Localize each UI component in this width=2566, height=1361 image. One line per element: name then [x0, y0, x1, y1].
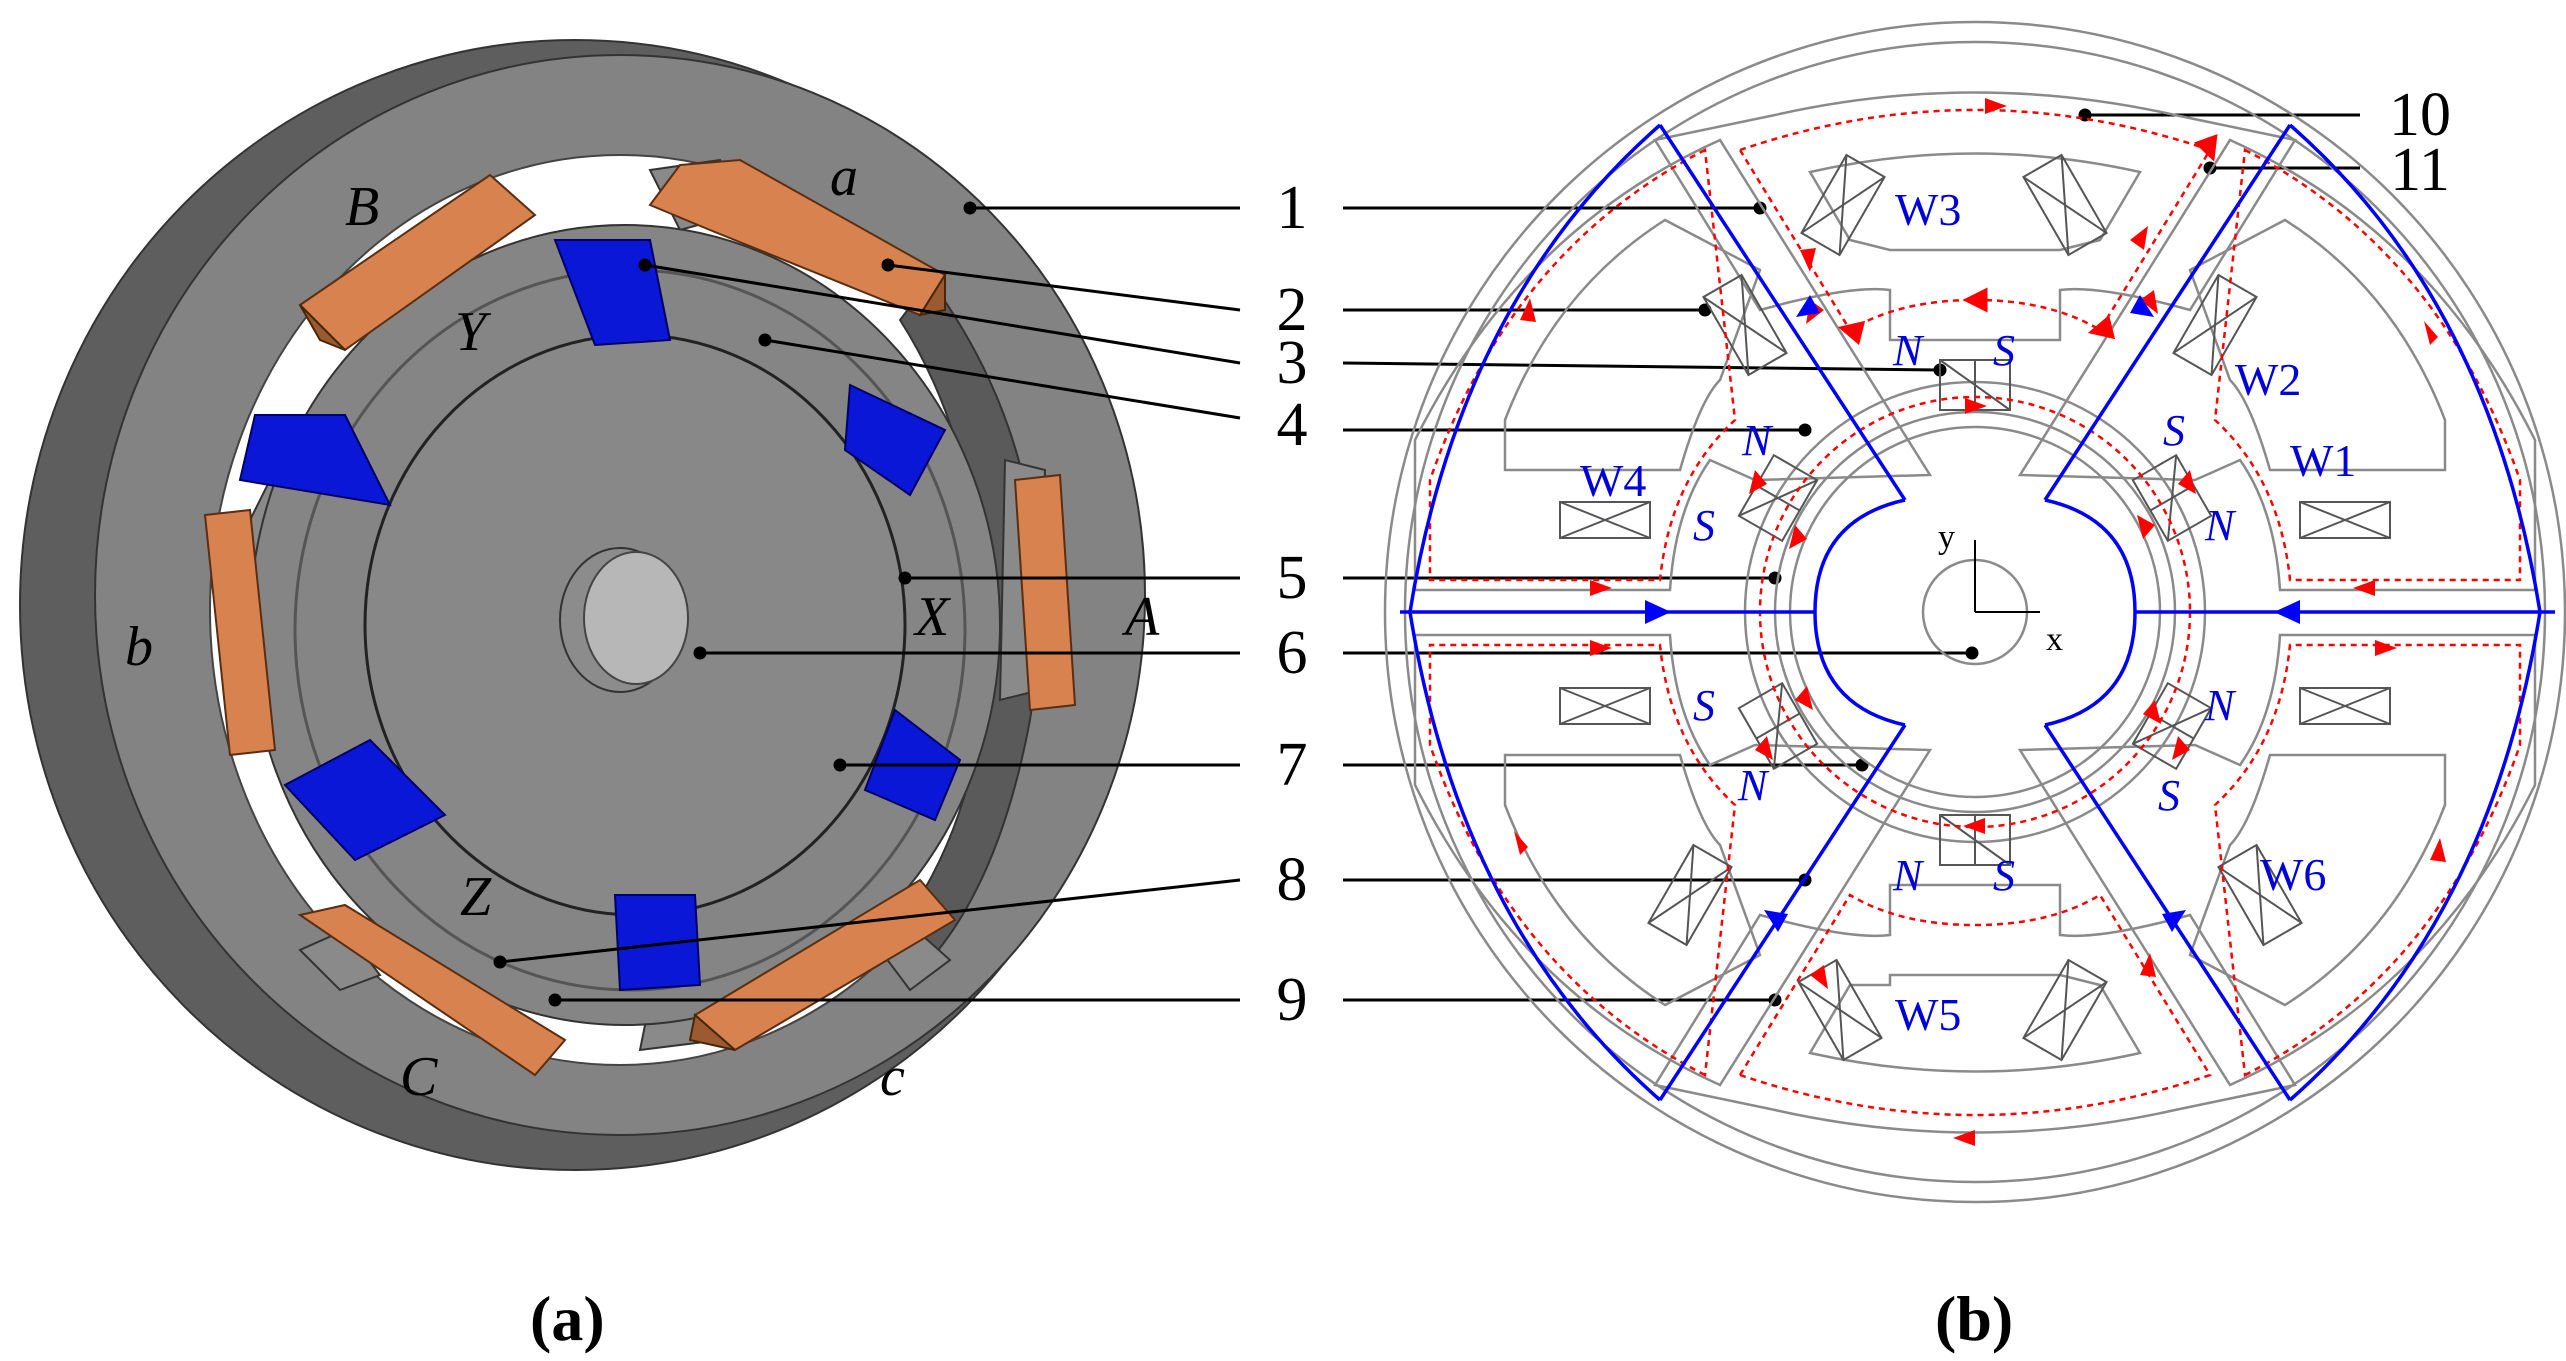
- caption-a: (a): [530, 1283, 605, 1354]
- main-flux-paths: [1400, 123, 2555, 1102]
- phase-letter-a: a: [830, 146, 858, 208]
- caption-b: (b): [1935, 1283, 2013, 1354]
- segment-upper-right: [2017, 138, 2537, 592]
- panel-a-motor: a B Y b X A Z C c (a): [19, 39, 1160, 1354]
- winding-W2: W2: [2235, 354, 2301, 405]
- callout-3: 3: [1277, 329, 1308, 397]
- pole-S-lower-left: S: [1693, 681, 1715, 730]
- magnet-upper-left: [238, 414, 392, 507]
- pole-N-bottom: N: [1892, 851, 1925, 900]
- phase-letter-B: B: [345, 176, 379, 238]
- pole-S-upper-right: S: [2163, 406, 2185, 455]
- leakage-flux-arrows: [1514, 98, 2446, 1146]
- pole-S-bottom: S: [1993, 851, 2015, 900]
- winding-W3: W3: [1895, 184, 1961, 235]
- pole-N-upper-right: N: [2204, 501, 2237, 550]
- pole-N-upper-left: N: [1741, 416, 1774, 465]
- callout-9: 9: [1277, 966, 1308, 1034]
- callout-8: 8: [1277, 846, 1308, 914]
- segment-top: [1652, 91, 2298, 342]
- winding-W1: W1: [2290, 435, 2356, 486]
- callout-1: 1: [1277, 174, 1308, 242]
- segment-upper-left: [1413, 138, 1933, 592]
- stator-segments: [1413, 91, 2537, 1134]
- pole-N-lower-right: N: [2204, 681, 2237, 730]
- callout-6: 6: [1277, 619, 1308, 687]
- pole-S-lower-right: S: [2158, 771, 2180, 820]
- rotor-magnets: [238, 239, 962, 992]
- magnet-bottom: [613, 894, 702, 992]
- segment-bottom: [1652, 883, 2298, 1134]
- callout-5: 5: [1277, 544, 1308, 612]
- coil-b: [203, 508, 277, 757]
- phase-letter-X: X: [913, 586, 952, 648]
- magnet-lower-left: [283, 738, 447, 862]
- winding-W4: W4: [1580, 455, 1646, 506]
- callout-2: 2: [1277, 276, 1308, 344]
- winding-W6: W6: [2260, 849, 2326, 900]
- segment-lower-right: [2017, 633, 2537, 1087]
- winding-W5: W5: [1895, 989, 1961, 1040]
- coil-C: [297, 903, 567, 1077]
- phase-letter-C: C: [400, 1046, 438, 1108]
- phase-letter-Y: Y: [455, 301, 492, 363]
- main-flux-arrows: [1645, 295, 2300, 932]
- phase-letter-c: c: [880, 1046, 905, 1108]
- magnet-upper-right: [843, 383, 947, 497]
- pole-S-top: S: [1993, 326, 2015, 375]
- segment-lower-left: [1413, 633, 1933, 1087]
- pole-S-upper-left: S: [1693, 501, 1715, 550]
- pole-N-top: N: [1892, 326, 1925, 375]
- center-axis: [1974, 540, 2040, 613]
- callout-11: 11: [2390, 136, 2450, 204]
- coil-A: [1013, 473, 1077, 712]
- shaft-face: [583, 551, 689, 685]
- axis-x-label: x: [2046, 621, 2063, 658]
- pole-N-lower-left: N: [1737, 761, 1770, 810]
- phase-letter-b: b: [125, 616, 153, 678]
- callout-7: 7: [1277, 731, 1308, 799]
- stator-coils: [203, 158, 1077, 1077]
- callout-10: 10: [2389, 81, 2451, 149]
- callout-4: 4: [1277, 391, 1308, 459]
- phase-letter-Z: Z: [460, 866, 492, 928]
- phase-letter-A: A: [1121, 586, 1160, 648]
- axis-y-label: y: [1938, 519, 1955, 556]
- rotor-magnet-boxes: [1737, 359, 2213, 866]
- outer-circle: [1383, 20, 2566, 1204]
